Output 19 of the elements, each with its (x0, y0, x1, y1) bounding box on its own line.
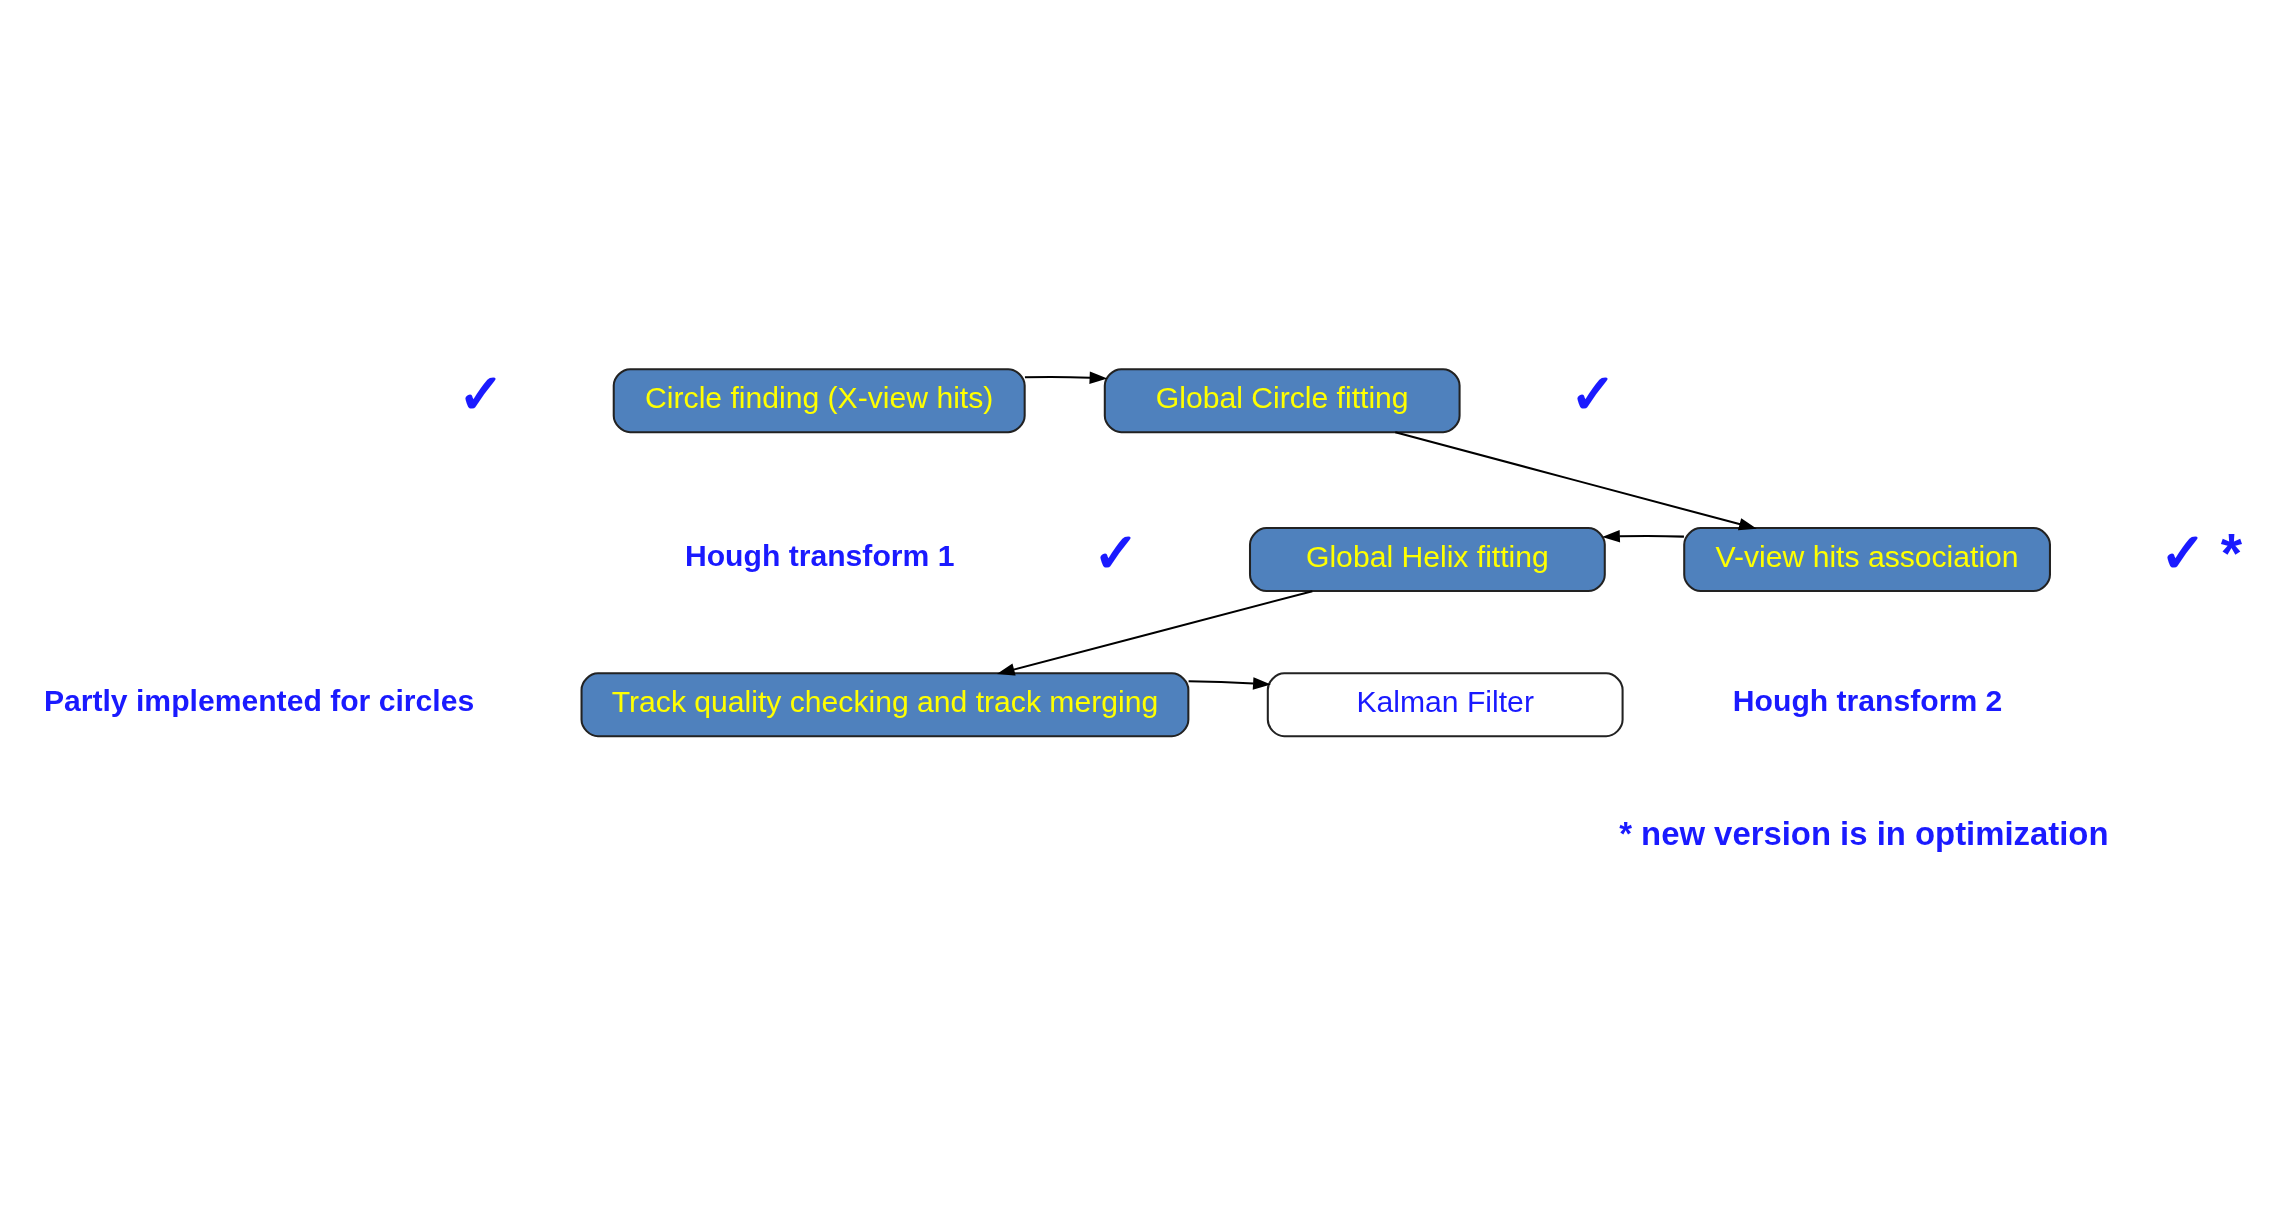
node-box: Circle finding (X-view hits) (612, 368, 1026, 434)
node-box: Global Circle fitting (1103, 368, 1461, 434)
node-label: Hough transform 1 (684, 538, 955, 572)
node-box: Global Helix fitting (1248, 527, 1606, 593)
node-label: ✓ * (2159, 521, 2243, 584)
node-box: Track quality checking and track merging (580, 672, 1190, 738)
arrow (1395, 431, 1757, 531)
node-label: ✓ (457, 363, 504, 426)
label: * new version is in optimization (1619, 814, 2109, 852)
arrow (1188, 677, 1271, 690)
arrow (1024, 371, 1108, 384)
node-label: ✓ (1569, 363, 1616, 426)
node-box: Kalman Filter (1266, 672, 1624, 738)
arrow (1602, 530, 1684, 543)
node-label: Hough transform 2 (1732, 684, 2003, 718)
node-box: V-view hits association (1683, 527, 2051, 593)
node-label: Partly implemented for circles (43, 684, 475, 718)
arrow (996, 590, 1313, 676)
node-label: ✓ (1093, 521, 1140, 584)
